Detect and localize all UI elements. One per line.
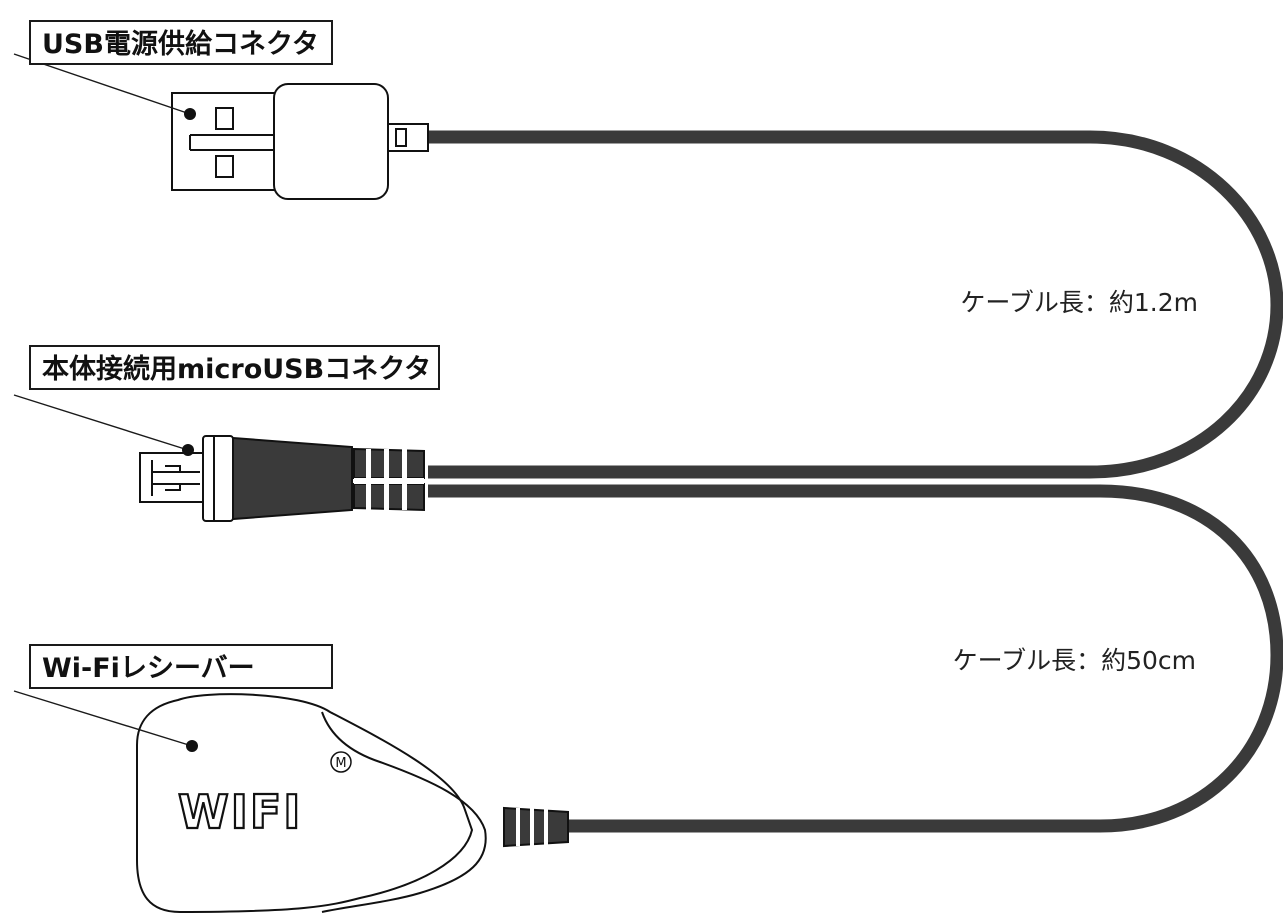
wifi-receiver-rib-gaps: [516, 808, 548, 846]
cable-length-short: ケーブル長：約50cm: [953, 646, 1196, 675]
registered-mark: M: [335, 756, 346, 771]
usb-a-shell-notch: [189, 134, 278, 151]
leader-dot-wifi: [186, 740, 198, 752]
callout-box-wifi: [29, 644, 333, 689]
micro-usb-collar: [202, 435, 234, 522]
leader-dot-micro-usb: [182, 444, 194, 456]
registered-mark-circle: [330, 751, 352, 773]
leader-dot-usb: [184, 108, 196, 120]
wifi-receiver-inner-contour: [321, 711, 487, 913]
label-micro-usb-connector: 本体接続用microUSBコネクタ: [42, 354, 431, 385]
leader-line-micro-usb: [13, 394, 189, 451]
cable-length-long: ケーブル長：約1.2m: [960, 288, 1198, 317]
micro-usb-rib-gaps: [354, 449, 424, 510]
micro-usb-plug-tip: [139, 452, 206, 503]
usb-a-strain-relief-inner: [395, 128, 407, 147]
usb-a-strain-relief: [387, 123, 429, 152]
micro-usb-plug-detail: [151, 460, 200, 496]
micro-usb-body: [232, 436, 353, 521]
usb-a-connector: [171, 83, 429, 200]
usb-a-window-bottom: [215, 155, 234, 178]
callout-box-micro-usb: [29, 345, 440, 390]
callout-micro-usb-connector: 本体接続用microUSBコネクタ: [13, 345, 440, 456]
cable-long: [425, 130, 1283, 479]
usb-a-body: [273, 83, 389, 200]
usb-a-window-top: [215, 107, 234, 130]
wifi-receiver-ribs: [503, 806, 569, 848]
wifi-receiver-body: [136, 693, 474, 914]
callout-wifi-receiver: Wi-Fiレシーバー: [13, 644, 333, 752]
leader-line-wifi: [13, 690, 193, 747]
micro-usb-connector: [139, 435, 425, 522]
callout-usb-power-connector: USB電源供給コネクタ: [13, 20, 333, 120]
label-usb-power-connector: USB電源供給コネクタ: [42, 28, 319, 60]
callout-box-usb: [29, 20, 333, 65]
wifi-logo: WIFI: [178, 785, 302, 839]
cable-short: [428, 484, 1283, 833]
wifi-receiver: WIFI M: [136, 693, 569, 914]
label-wifi-receiver: Wi-Fiレシーバー: [42, 653, 255, 684]
